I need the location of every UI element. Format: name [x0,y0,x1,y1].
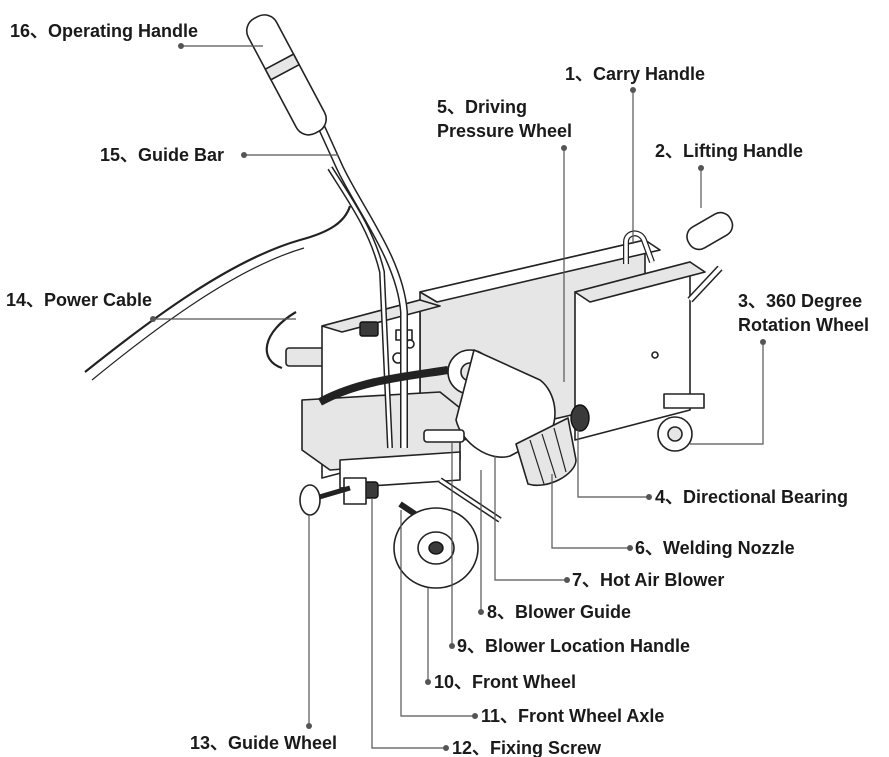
leader-11 [400,510,475,717]
operating-handle-grip [245,14,327,136]
label-power-cable: 14、Power Cable [6,290,153,310]
label-operating-handle: 16、Operating Handle [10,21,199,41]
blower-location-handle [423,429,465,443]
label-lifting-handle: 2、Lifting Handle [655,141,803,161]
leader-3 [690,342,764,445]
label-front-wheel-axle: 11、Front Wheel Axle [481,706,665,726]
label-guide-wheel: 13、Guide Wheel [190,733,338,753]
directional-bearing [570,404,590,432]
label-guide-bar: 15、Guide Bar [100,145,225,165]
hot-air-blower-hose [318,366,449,406]
power-cable [84,205,352,373]
label-rotation-wheel-line2: Rotation Wheel [738,315,869,335]
label-welding-nozzle: 6、Welding Nozzle [635,538,795,558]
label-rotation-wheel-line1: 3、360 Degree [738,291,863,311]
leader-6 [551,474,630,549]
guide-wheel-arm [315,485,351,501]
cable-to-plug [265,311,297,370]
label-driving-pressure-wheel-line1: 5、Driving [437,97,528,117]
label-carry-handle: 1、Carry Handle [565,64,706,84]
label-hot-air-blower: 7、Hot Air Blower [572,570,725,590]
lifting-handle-grip [686,211,734,251]
label-directional-bearing: 4、Directional Bearing [655,487,849,507]
label-front-wheel: 10、Front Wheel [434,672,577,692]
cable-plug [285,347,325,367]
guide-wheel [299,484,321,516]
label-blower-guide: 8、Blower Guide [487,602,632,622]
label-fixing-screw: 12、Fixing Screw [452,738,602,757]
leader-12 [371,498,446,749]
leader-lines [150,43,766,751]
power-switch [359,321,379,337]
leader-7 [494,456,567,581]
leader-4 [577,430,649,498]
caster-bracket [663,393,705,409]
label-blower-location-handle: 9、Blower Location Handle [457,636,691,656]
label-driving-pressure-wheel-line2: Pressure Wheel [437,121,573,141]
machine-drawing [84,14,734,589]
welding-nozzle [515,417,577,487]
